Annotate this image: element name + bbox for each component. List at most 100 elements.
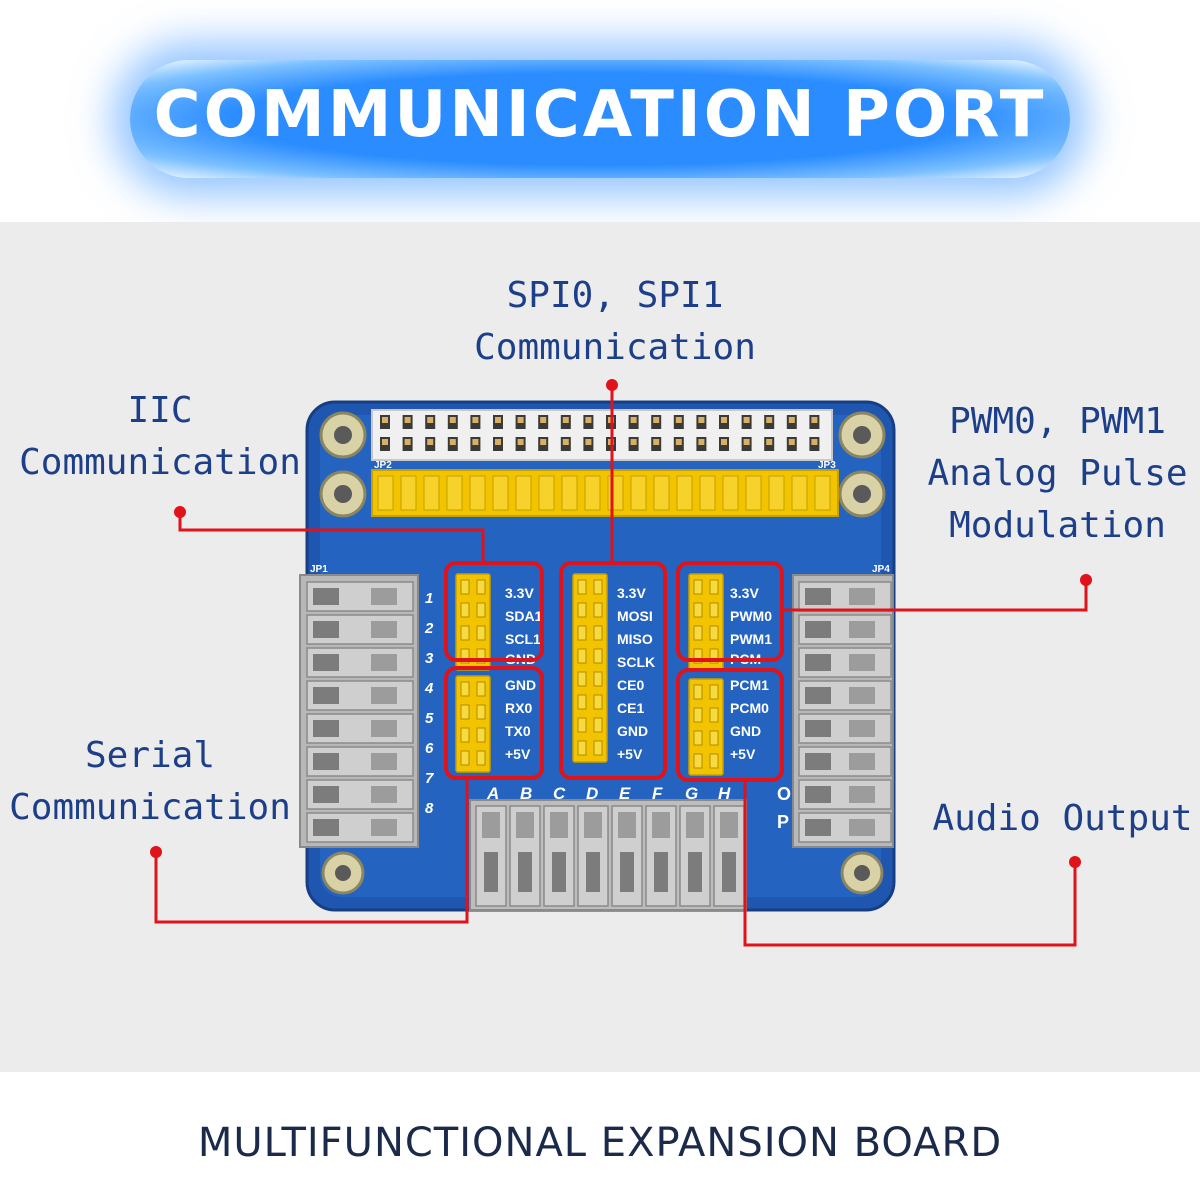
spi-pin-label: GND bbox=[617, 723, 648, 739]
terminal-opening bbox=[805, 753, 831, 770]
pin-header-pin bbox=[476, 648, 486, 664]
terminal-opening bbox=[805, 654, 831, 671]
terminal-opening bbox=[313, 687, 339, 704]
pin-header-pin bbox=[476, 602, 486, 618]
gpio-pin-tip bbox=[404, 417, 411, 423]
terminal-opening bbox=[805, 786, 831, 803]
terminal-lever bbox=[849, 687, 875, 704]
spi-pin-label: +5V bbox=[617, 746, 643, 762]
terminal-lever bbox=[720, 812, 738, 838]
gpio-pin-tip bbox=[562, 417, 569, 423]
gpio-pin-tip bbox=[562, 439, 569, 445]
gpio-yellow-pin bbox=[653, 475, 670, 511]
gpio-yellow-pin bbox=[469, 475, 486, 511]
gpio-pin-tip bbox=[472, 439, 479, 445]
pin-header-pin bbox=[460, 625, 470, 641]
pin-header-pin bbox=[693, 707, 703, 723]
gpio-pin-tip bbox=[540, 439, 547, 445]
pin-header-block bbox=[688, 678, 724, 776]
gpio-pin-tip bbox=[449, 417, 456, 423]
pin-header-pin bbox=[593, 694, 603, 710]
serial-leader-dot bbox=[150, 846, 162, 858]
left-terminal-block bbox=[299, 574, 419, 848]
pin-header-pin bbox=[593, 625, 603, 641]
gpio-yellow-pin bbox=[423, 475, 440, 511]
column-letter: C bbox=[553, 784, 566, 803]
gpio-yellow-pin bbox=[446, 475, 463, 511]
gpio-pin-row bbox=[380, 415, 820, 451]
pin-header-block bbox=[572, 573, 608, 763]
pin-header-pin bbox=[709, 579, 719, 595]
serial-leader-line bbox=[154, 778, 469, 924]
gpio-pin-tip bbox=[811, 417, 818, 423]
iic-callout: IIC Communication bbox=[10, 385, 310, 489]
gpio-pin-tip bbox=[698, 439, 705, 445]
gpio-pin-tip bbox=[517, 417, 524, 423]
gpio-yellow-pin bbox=[584, 475, 601, 511]
gpio-pin-tip bbox=[788, 439, 795, 445]
pin-header-pin bbox=[577, 648, 587, 664]
footer-title: MULTIFUNCTIONAL EXPANSION BOARD bbox=[197, 1120, 1003, 1166]
pin-header-pin bbox=[460, 648, 470, 664]
pin-header-pin bbox=[709, 625, 719, 641]
iic-pin-label: SDA1 bbox=[505, 608, 543, 624]
pin-header-pin bbox=[476, 727, 486, 743]
gpio-pin-tip bbox=[788, 417, 795, 423]
terminal-lever bbox=[482, 812, 500, 838]
spi-pin-label: SCLK bbox=[617, 654, 655, 670]
terminal-lever bbox=[371, 786, 397, 803]
terminal-lever bbox=[584, 812, 602, 838]
gpio-yellow-pin bbox=[814, 475, 831, 511]
pwm-callout-line1: PWM0, PWM1 bbox=[949, 401, 1166, 442]
header-label-jp4: JP4 bbox=[872, 564, 890, 575]
gpio-pin-tip bbox=[495, 417, 501, 423]
serial-callout: Serial Communication bbox=[0, 730, 300, 834]
right-letter-p: P bbox=[777, 812, 789, 832]
terminal-opening bbox=[313, 753, 339, 770]
gpio-pin-tip bbox=[382, 417, 388, 423]
row-number: 8 bbox=[425, 800, 434, 817]
terminal-lever bbox=[618, 812, 636, 838]
terminal-opening bbox=[313, 786, 339, 803]
terminal-opening bbox=[518, 852, 532, 892]
gpio-pin-tip bbox=[517, 439, 524, 445]
column-letter: F bbox=[652, 784, 663, 803]
spi-leader-dot bbox=[606, 379, 618, 391]
spi-callout-line1: SPI0, SPI1 bbox=[506, 275, 724, 316]
terminal-lever bbox=[849, 720, 875, 737]
pin-header-pin bbox=[577, 602, 587, 618]
spi-callout: SPI0, SPI1 Communication bbox=[460, 270, 770, 374]
pwm-leader-line bbox=[782, 580, 1088, 612]
pwm-pin-label: PWM1 bbox=[730, 631, 772, 647]
gpio-pin-tip bbox=[766, 417, 773, 423]
gpio-yellow-pins bbox=[377, 475, 831, 511]
serial-pin-label: +5V bbox=[505, 746, 531, 762]
terminal-lever bbox=[849, 654, 875, 671]
gpio-yellow-pin bbox=[699, 475, 716, 511]
spi-pin-label: CE1 bbox=[617, 700, 644, 716]
gpio-yellow-pin bbox=[492, 475, 509, 511]
terminal-lever bbox=[371, 819, 397, 836]
column-letter: D bbox=[586, 784, 598, 803]
header-label-jp2: JP2 bbox=[374, 460, 392, 471]
serial-callout-line2: Communication bbox=[9, 787, 291, 828]
right-terminal-block bbox=[792, 574, 894, 848]
gpio-pin-tip bbox=[630, 417, 637, 423]
audio-leader-line bbox=[743, 780, 1077, 947]
gpio-pin-tip bbox=[743, 417, 750, 423]
gpio-pin-tip bbox=[698, 417, 705, 423]
gpio-pin-tip bbox=[382, 439, 388, 445]
terminal-lever bbox=[849, 753, 875, 770]
terminal-lever bbox=[371, 720, 397, 737]
gpio-pin-tip bbox=[495, 439, 501, 445]
terminal-lever bbox=[849, 819, 875, 836]
pin-header-pin bbox=[577, 579, 587, 595]
terminal-opening bbox=[805, 720, 831, 737]
gpio-yellow-pin bbox=[607, 475, 624, 511]
pin-header-pin bbox=[577, 671, 587, 687]
terminal-lever bbox=[371, 621, 397, 638]
pin-header-block bbox=[455, 675, 491, 773]
